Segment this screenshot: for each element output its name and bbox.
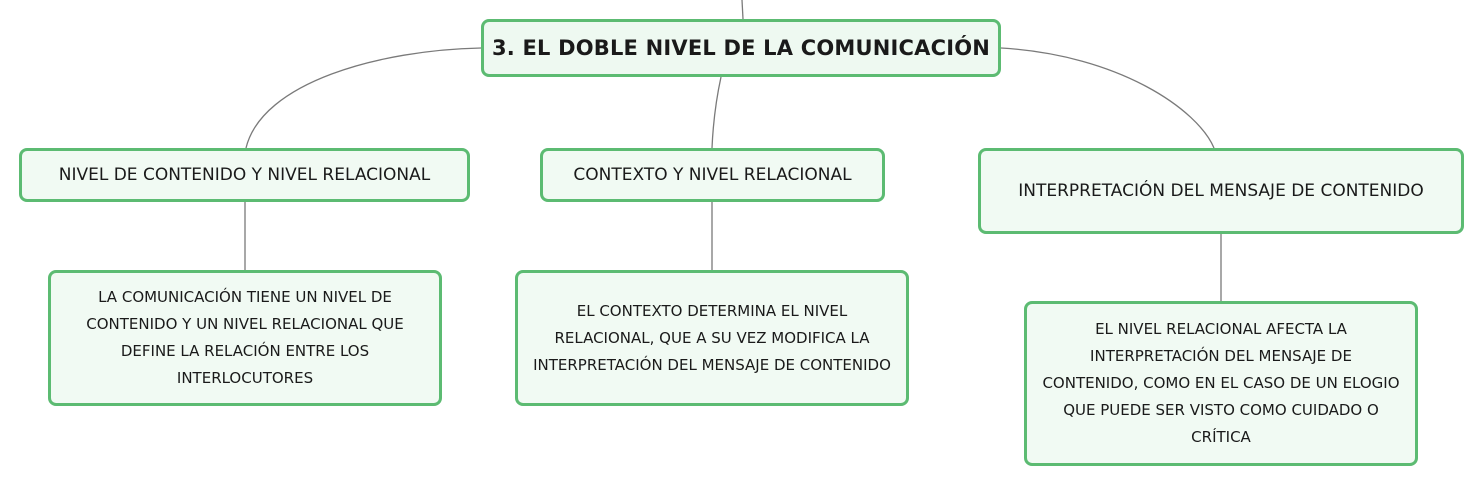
detail-node-contexto-relacional[interactable]: EL CONTEXTO DETERMINA EL NIVEL RELACIONA…: [515, 270, 909, 406]
root-topic-title: 3. EL DOBLE NIVEL DE LA COMUNICACIÓN: [491, 36, 991, 60]
root-topic-node[interactable]: 3. EL DOBLE NIVEL DE LA COMUNICACIÓN: [481, 19, 1001, 77]
detail-text: EL CONTEXTO DETERMINA EL NIVEL RELACIONA…: [533, 301, 891, 374]
detail-node-interpretacion-mensaje[interactable]: EL NIVEL RELACIONAL AFECTA LA INTERPRETA…: [1024, 301, 1418, 466]
connector-root-to-branch-2: [711, 76, 722, 149]
branch-label: NIVEL DE CONTENIDO Y NIVEL RELACIONAL: [58, 165, 431, 185]
connector-root-to-branch-1: [245, 47, 482, 149]
connector-root-to-branch-3: [1000, 47, 1215, 149]
branch-node-contenido-relacional[interactable]: NIVEL DE CONTENIDO Y NIVEL RELACIONAL: [19, 148, 470, 202]
detail-text: LA COMUNICACIÓN TIENE UN NIVEL DE CONTEN…: [86, 288, 404, 387]
branch-node-interpretacion-mensaje[interactable]: INTERPRETACIÓN DEL MENSAJE DE CONTENIDO: [978, 148, 1464, 234]
branch-label: CONTEXTO Y NIVEL RELACIONAL: [573, 165, 852, 185]
connector-parent-stub: [741, 0, 744, 20]
detail-text: EL NIVEL RELACIONAL AFECTA LA INTERPRETA…: [1042, 320, 1400, 446]
detail-node-contenido-relacional[interactable]: LA COMUNICACIÓN TIENE UN NIVEL DE CONTEN…: [48, 270, 442, 406]
branch-label: INTERPRETACIÓN DEL MENSAJE DE CONTENIDO: [1018, 181, 1424, 201]
branch-node-contexto-relacional[interactable]: CONTEXTO Y NIVEL RELACIONAL: [540, 148, 885, 202]
